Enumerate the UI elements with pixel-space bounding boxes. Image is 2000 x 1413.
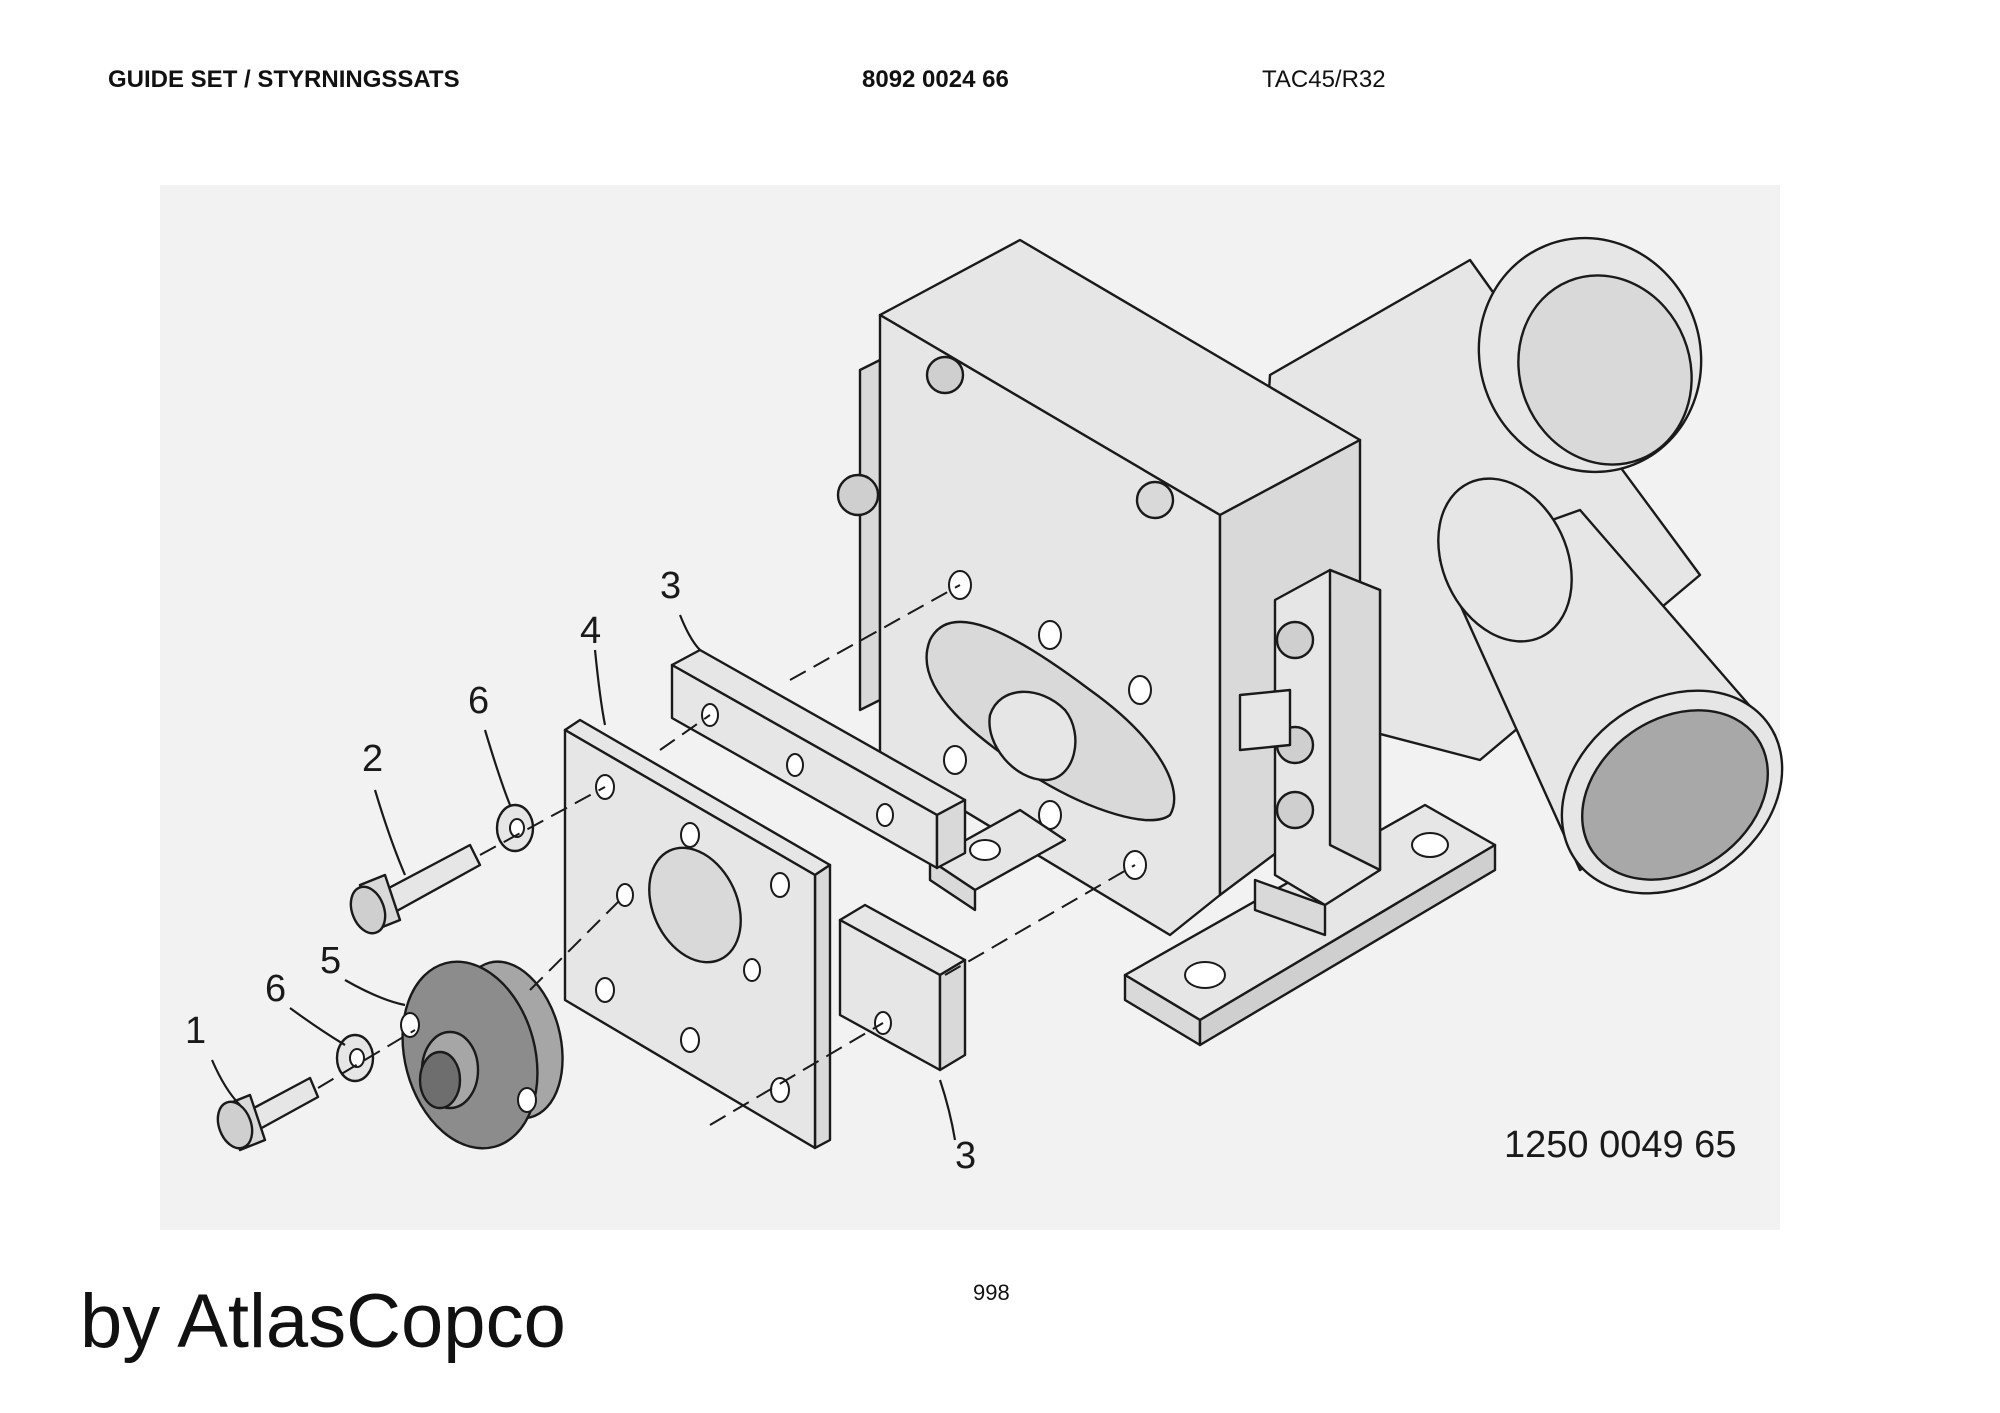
guide-hub xyxy=(400,960,564,1150)
drawing-number: 1250 0049 65 xyxy=(1504,1124,1737,1166)
base-plate-left xyxy=(928,808,1067,912)
assembly-lines xyxy=(317,584,1136,1126)
bolt-lower xyxy=(216,1076,320,1152)
callout-3-lower: 3 xyxy=(955,1135,977,1177)
mounting-plate xyxy=(563,718,832,1150)
washer-lower xyxy=(335,1033,375,1083)
page-title: GUIDE SET / STYRNINGSSATS xyxy=(108,66,460,93)
lever-bracket xyxy=(1238,568,1382,937)
guide-bar-lower xyxy=(838,903,967,1072)
part-number: 8092 0024 66 xyxy=(862,66,1009,93)
callout-3-upper: 3 xyxy=(660,565,682,607)
callout-6-lower: 6 xyxy=(265,968,287,1010)
feed-unit xyxy=(836,236,1784,1047)
callout-1: 1 xyxy=(185,1010,207,1052)
page-number: 998 xyxy=(973,1280,1010,1305)
callout-4: 4 xyxy=(580,610,602,652)
guide-bar-upper xyxy=(670,648,967,870)
leader-lines xyxy=(210,614,957,1141)
bolt-upper xyxy=(349,843,482,935)
callout-5: 5 xyxy=(320,940,342,982)
model-designation: TAC45/R32 xyxy=(1262,66,1386,93)
brand-watermark: by AtlasCopco xyxy=(80,1279,566,1364)
washer-upper xyxy=(495,803,535,853)
callout-2: 2 xyxy=(362,738,384,780)
callout-6-upper: 6 xyxy=(468,680,490,722)
